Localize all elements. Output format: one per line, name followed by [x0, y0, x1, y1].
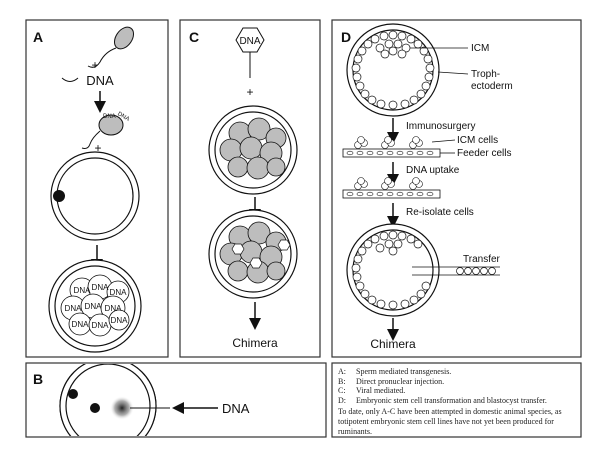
panel-c-chimera-label: Chimera	[232, 336, 278, 350]
infected-morula	[209, 210, 297, 298]
legend: A: Sperm mediated transgenesis. B: Direc…	[338, 367, 578, 436]
reisolate-label: Re-isolate cells	[406, 207, 474, 218]
morula-dna-label: DNA	[111, 316, 129, 325]
legend-item: B: Direct pronuclear injection.	[338, 377, 578, 387]
trophectoderm-label-1: Troph-	[471, 69, 500, 80]
feeder-cells-label: Feeder cells	[457, 148, 511, 159]
dna-uptake-label: DNA uptake	[406, 165, 460, 176]
panel-a-label: A	[33, 29, 43, 45]
panel-d-label: D	[341, 29, 351, 45]
recipient-blastocyst	[347, 224, 439, 316]
legend-text: Embryonic stem cell transformation and b…	[356, 396, 547, 406]
oocyte	[51, 152, 139, 240]
panel-d: D ICM Troph- ectoderm Immunosurgery	[332, 20, 581, 357]
panel-b: B DNA	[26, 358, 326, 454]
panel-a-dna-label: DNA	[86, 73, 114, 88]
svg-text:+: +	[91, 58, 98, 72]
legend-item: C: Viral mediated.	[338, 386, 578, 396]
legend-text: Direct pronuclear injection.	[356, 377, 444, 387]
morula-dna-label: DNA	[65, 304, 83, 313]
svg-text:+: +	[246, 85, 253, 99]
icm-label: ICM	[471, 43, 489, 54]
legend-item: A: Sperm mediated transgenesis.	[338, 367, 578, 377]
legend-text: Viral mediated.	[356, 386, 405, 396]
panel-b-dna-label: DNA	[222, 401, 250, 416]
panel-a: A + DNA DNA DNA +	[26, 20, 168, 357]
trophectoderm-label-2: ectoderm	[471, 81, 513, 92]
sperm-dna-tag: DNA	[103, 114, 116, 120]
legend-key: C:	[338, 386, 356, 396]
legend-item: D: Embryonic stem cell transformation an…	[338, 396, 578, 406]
panel-c-label: C	[189, 29, 199, 45]
icm-cells-label: ICM cells	[457, 135, 498, 146]
morula-dna-label: DNA	[92, 321, 110, 330]
legend-note: To date, only A-C have been attempted in…	[338, 407, 578, 436]
panel-d-chimera-label: Chimera	[370, 337, 416, 351]
legend-key: D:	[338, 396, 356, 406]
panel-b-label: B	[33, 371, 43, 387]
morula-dna-label: DNA	[105, 304, 123, 313]
morula-dna-label: DNA	[110, 288, 128, 297]
morula-dna-label: DNA	[85, 302, 103, 311]
panel-c-dna-label: DNA	[239, 36, 260, 47]
legend-key: B:	[338, 377, 356, 387]
zygote-injection	[60, 358, 156, 454]
immunosurgery-label: Immunosurgery	[406, 121, 475, 132]
morula-dna-label: DNA	[72, 320, 90, 329]
transgenic-morula: DNA DNA DNA DNA DNA DNA DNA DNA DNA	[49, 260, 141, 352]
transfer-label: Transfer	[463, 254, 501, 265]
legend-text: Sperm mediated transgenesis.	[356, 367, 451, 377]
morula-embryo	[209, 106, 297, 194]
blastocyst	[347, 24, 439, 116]
morula-dna-label: DNA	[74, 286, 92, 295]
panel-c: C DNA +	[180, 20, 320, 357]
morula-dna-label: DNA	[92, 283, 110, 292]
legend-key: A:	[338, 367, 356, 377]
